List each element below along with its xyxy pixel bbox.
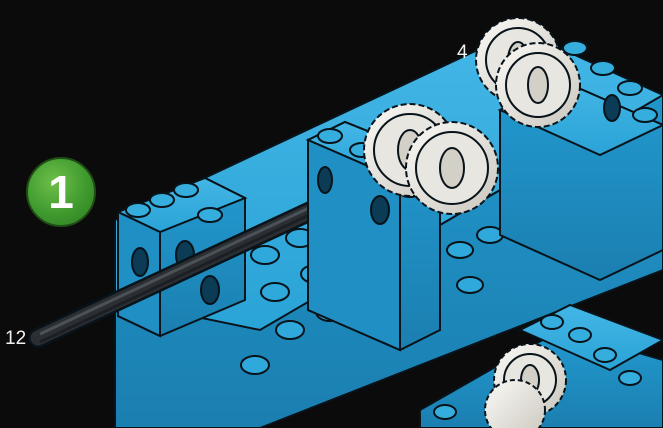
step-number-badge: 1 [26,157,96,227]
axle-length-callout: 12 [5,328,26,350]
gear-count-callout: 4 [457,42,468,64]
